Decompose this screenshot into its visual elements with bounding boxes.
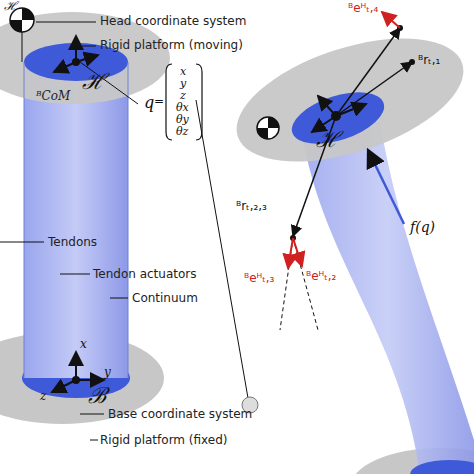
moving-platform-right bbox=[222, 14, 474, 186]
unit-vector-label: ᴮeᴴₜ,₃ bbox=[244, 272, 274, 285]
frame-symbol: ℋ bbox=[82, 70, 105, 94]
vector-entry: y bbox=[180, 78, 186, 90]
symbol-label: ℋ bbox=[4, 0, 17, 13]
vector-entry: θx bbox=[176, 102, 189, 114]
callout-label: Rigid platform (fixed) bbox=[100, 434, 228, 447]
frame-symbol: ℬ bbox=[88, 384, 106, 408]
function-label: f(q) bbox=[410, 220, 435, 235]
axis-label: x bbox=[80, 338, 87, 351]
bent-continuum bbox=[300, 122, 474, 474]
frame-symbol: ℋ bbox=[316, 128, 339, 152]
vector-label: ᴮrₜ,₁ bbox=[418, 54, 440, 67]
callout-label: Head coordinate system bbox=[100, 15, 246, 28]
symbol-label: = bbox=[154, 95, 164, 108]
axis-label: y bbox=[104, 366, 111, 379]
axis-label: z bbox=[40, 390, 46, 403]
symbol-label: ᴮCoM bbox=[36, 90, 70, 103]
vector-entry: z bbox=[180, 90, 186, 102]
vector-entry: θy bbox=[176, 114, 189, 126]
callout-label: Base coordinate system bbox=[108, 408, 252, 421]
vector-entry: θz bbox=[176, 126, 188, 138]
callout-label: Rigid platform (moving) bbox=[100, 39, 243, 52]
callout-label: Tendon actuators bbox=[93, 268, 197, 281]
symbol-label: q bbox=[144, 94, 154, 112]
callout-label: Continuum bbox=[132, 292, 198, 305]
unit-vector-label: ᴮeᴴₜ,₄ bbox=[348, 2, 378, 15]
head-disc-right bbox=[286, 82, 391, 154]
callout-label: Tendons bbox=[48, 236, 97, 249]
continuum-body bbox=[24, 62, 128, 378]
vector-label: ᴮrₜ,₂,₃ bbox=[236, 200, 267, 213]
unit-vector-label: ᴮeᴴₜ,₂ bbox=[306, 270, 336, 283]
vector-entry: x bbox=[180, 66, 186, 78]
